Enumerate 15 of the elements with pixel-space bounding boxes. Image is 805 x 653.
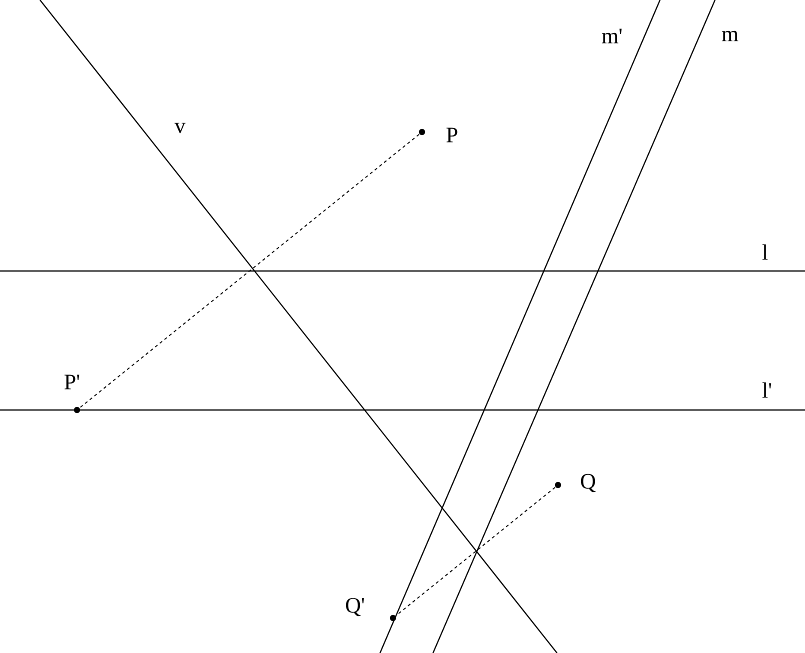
dashed-line — [79, 134, 420, 408]
line-label: v — [174, 122, 186, 134]
dashed-line — [395, 486, 556, 616]
line-label: l — [762, 244, 768, 260]
point-label: Q' — [346, 598, 364, 616]
line-label: l' — [762, 382, 772, 398]
line-label: m' — [602, 28, 622, 44]
point — [390, 614, 396, 622]
point-label: P' — [64, 374, 80, 390]
point — [554, 482, 562, 488]
point-label: Q — [580, 474, 596, 492]
point — [418, 128, 426, 136]
line-label: m — [722, 30, 738, 42]
point — [74, 406, 80, 414]
point-label: P — [446, 128, 458, 142]
